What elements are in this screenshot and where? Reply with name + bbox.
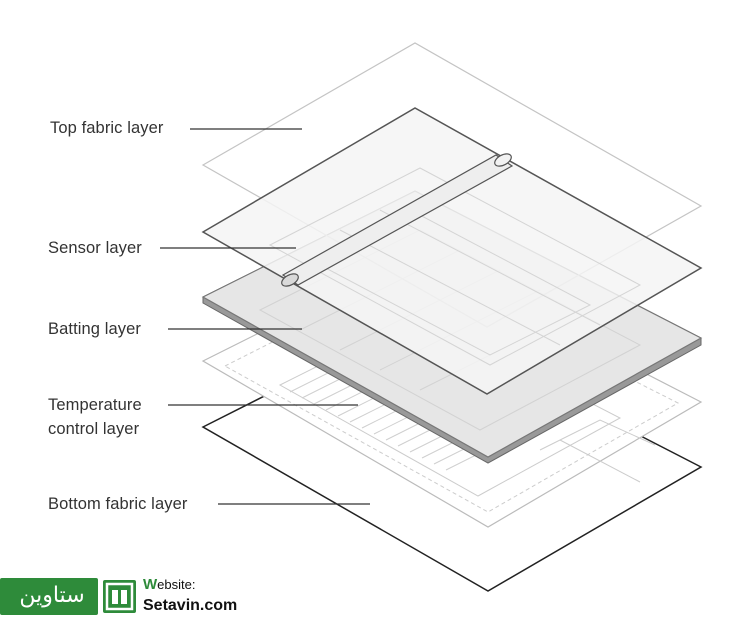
watermark-domain: Setavin.com bbox=[143, 597, 238, 614]
watermark-website-rest: ebsite: bbox=[157, 577, 196, 592]
watermark-website-initial: W bbox=[143, 576, 158, 593]
watermark-website-caption: Website: bbox=[143, 576, 196, 593]
label-temperature-line1: Temperature bbox=[48, 396, 142, 414]
label-sensor: Sensor layer bbox=[48, 239, 142, 257]
label-batting: Batting layer bbox=[48, 320, 142, 338]
watermark-logo-icon bbox=[103, 580, 136, 613]
label-top-fabric: Top fabric layer bbox=[50, 119, 164, 137]
label-bottom-fabric: Bottom fabric layer bbox=[48, 495, 188, 513]
watermark-banner bbox=[0, 578, 98, 615]
label-temperature-line2: control layer bbox=[48, 420, 140, 438]
leader-lines bbox=[160, 128, 370, 505]
watermark-arabic-name: ستاوین bbox=[19, 583, 85, 608]
sensor-layer bbox=[201, 107, 703, 395]
